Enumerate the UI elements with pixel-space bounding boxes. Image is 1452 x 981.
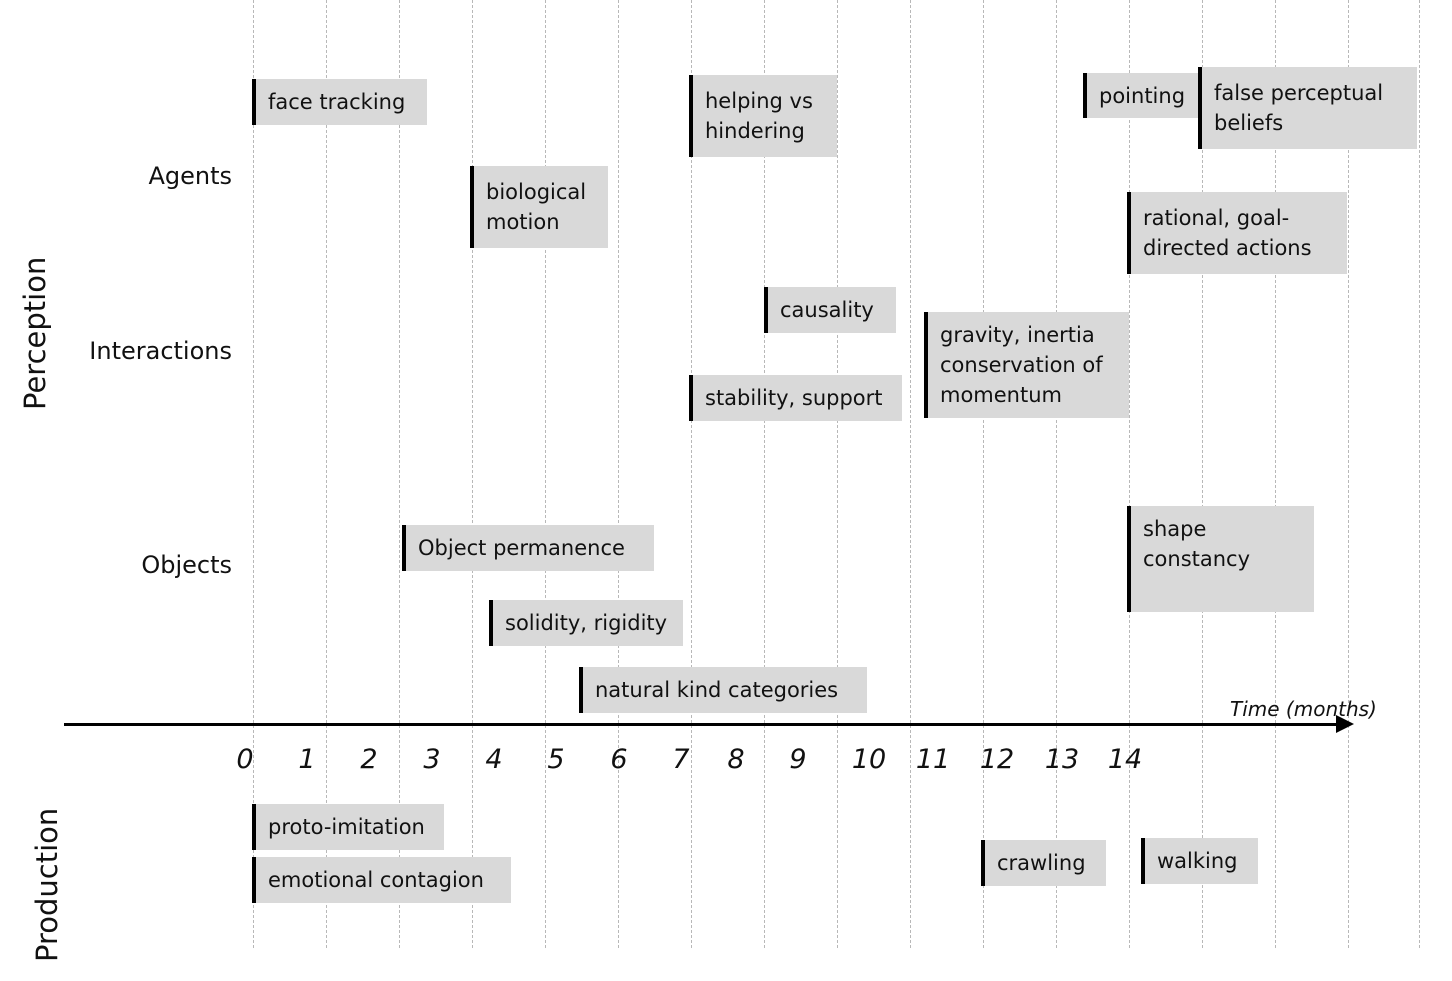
milestone-label: stability, support — [705, 386, 883, 410]
milestone-causality: causality — [764, 287, 896, 333]
gridline — [1348, 0, 1349, 948]
gridline — [1056, 0, 1057, 948]
time-axis — [64, 723, 1346, 726]
milestone-walking: walking — [1141, 838, 1258, 884]
gridline — [618, 0, 619, 948]
milestone-biological-motion: biological motion — [470, 166, 608, 248]
gridline — [253, 0, 254, 948]
milestone-proto-imitation: proto-imitation — [252, 804, 444, 850]
gridline — [1275, 0, 1276, 948]
milestone-label: emotional contagion — [268, 868, 484, 892]
milestone-gravity-inertia-momentum: gravity, inertia conservation of momentu… — [924, 312, 1129, 418]
milestone-natural-kind-categories: natural kind categories — [579, 667, 867, 713]
milestone-label: biological motion — [486, 180, 587, 234]
milestone-label: Object permanence — [418, 536, 625, 560]
milestone-pointing: pointing — [1083, 73, 1200, 118]
milestone-label: face tracking — [268, 90, 406, 114]
section-label-perception: Perception — [18, 256, 52, 410]
gridline — [472, 0, 473, 948]
time-axis-title: Time (months) — [1230, 697, 1377, 721]
tick-label: 7 — [672, 744, 690, 775]
gridline — [837, 0, 838, 948]
tick-label: 10 — [851, 744, 887, 775]
gridline — [1129, 0, 1130, 948]
tick-label: 13 — [1044, 744, 1080, 775]
row-label-agents: Agents — [148, 162, 232, 190]
milestone-object-permanence: Object permanence — [402, 525, 654, 571]
milestone-label: false perceptual beliefs — [1214, 81, 1384, 135]
gridline — [1202, 0, 1203, 948]
milestone-label: crawling — [997, 851, 1086, 875]
milestone-face-tracking: face tracking — [252, 79, 427, 125]
milestone-helping-hindering: helping vs hindering — [689, 75, 837, 157]
gridline — [691, 0, 692, 948]
gridline — [326, 0, 327, 948]
milestone-label: pointing — [1099, 83, 1186, 108]
gridline — [1419, 0, 1420, 948]
gridline — [399, 0, 400, 948]
milestone-emotional-contagion: emotional contagion — [252, 857, 511, 903]
milestone-label: shape constancy — [1143, 517, 1251, 571]
tick-label: 14 — [1107, 744, 1143, 775]
milestone-label: proto-imitation — [268, 815, 425, 839]
tick-label: 11 — [915, 744, 951, 775]
gridline — [545, 0, 546, 948]
gridline — [764, 0, 765, 948]
milestone-label: helping vs hindering — [705, 89, 813, 143]
gridline — [910, 0, 911, 948]
tick-label: 8 — [727, 744, 745, 775]
tick-label: 9 — [789, 744, 807, 775]
tick-label: 0 — [236, 744, 254, 775]
milestone-label: walking — [1157, 849, 1238, 873]
gridline — [983, 0, 984, 948]
tick-label: 12 — [979, 744, 1015, 775]
row-label-interactions: Interactions — [89, 337, 232, 365]
milestone-label: solidity, rigidity — [505, 611, 668, 635]
milestone-shape-constancy: shape constancy — [1127, 506, 1314, 612]
milestone-label: causality — [780, 298, 874, 322]
tick-label: 1 — [298, 744, 316, 775]
tick-label: 5 — [547, 744, 565, 775]
row-label-objects: Objects — [141, 551, 232, 579]
milestone-label: gravity, inertia conservation of momentu… — [940, 323, 1103, 407]
milestone-label: rational, goal- directed actions — [1143, 206, 1312, 260]
milestone-crawling: crawling — [981, 840, 1106, 886]
milestone-solidity-rigidity: solidity, rigidity — [489, 600, 683, 646]
milestone-label: natural kind categories — [595, 678, 839, 702]
time-axis-arrowhead — [1336, 715, 1354, 733]
section-label-production: Production — [30, 807, 64, 962]
milestone-false-perceptual-beliefs: false perceptual beliefs — [1198, 67, 1417, 149]
milestone-stability-support: stability, support — [689, 375, 902, 421]
milestone-rational-goal-directed-actions: rational, goal- directed actions — [1127, 192, 1347, 274]
tick-label: 4 — [485, 744, 503, 775]
tick-label: 6 — [610, 744, 628, 775]
tick-label: 3 — [423, 744, 441, 775]
tick-label: 2 — [360, 744, 378, 775]
